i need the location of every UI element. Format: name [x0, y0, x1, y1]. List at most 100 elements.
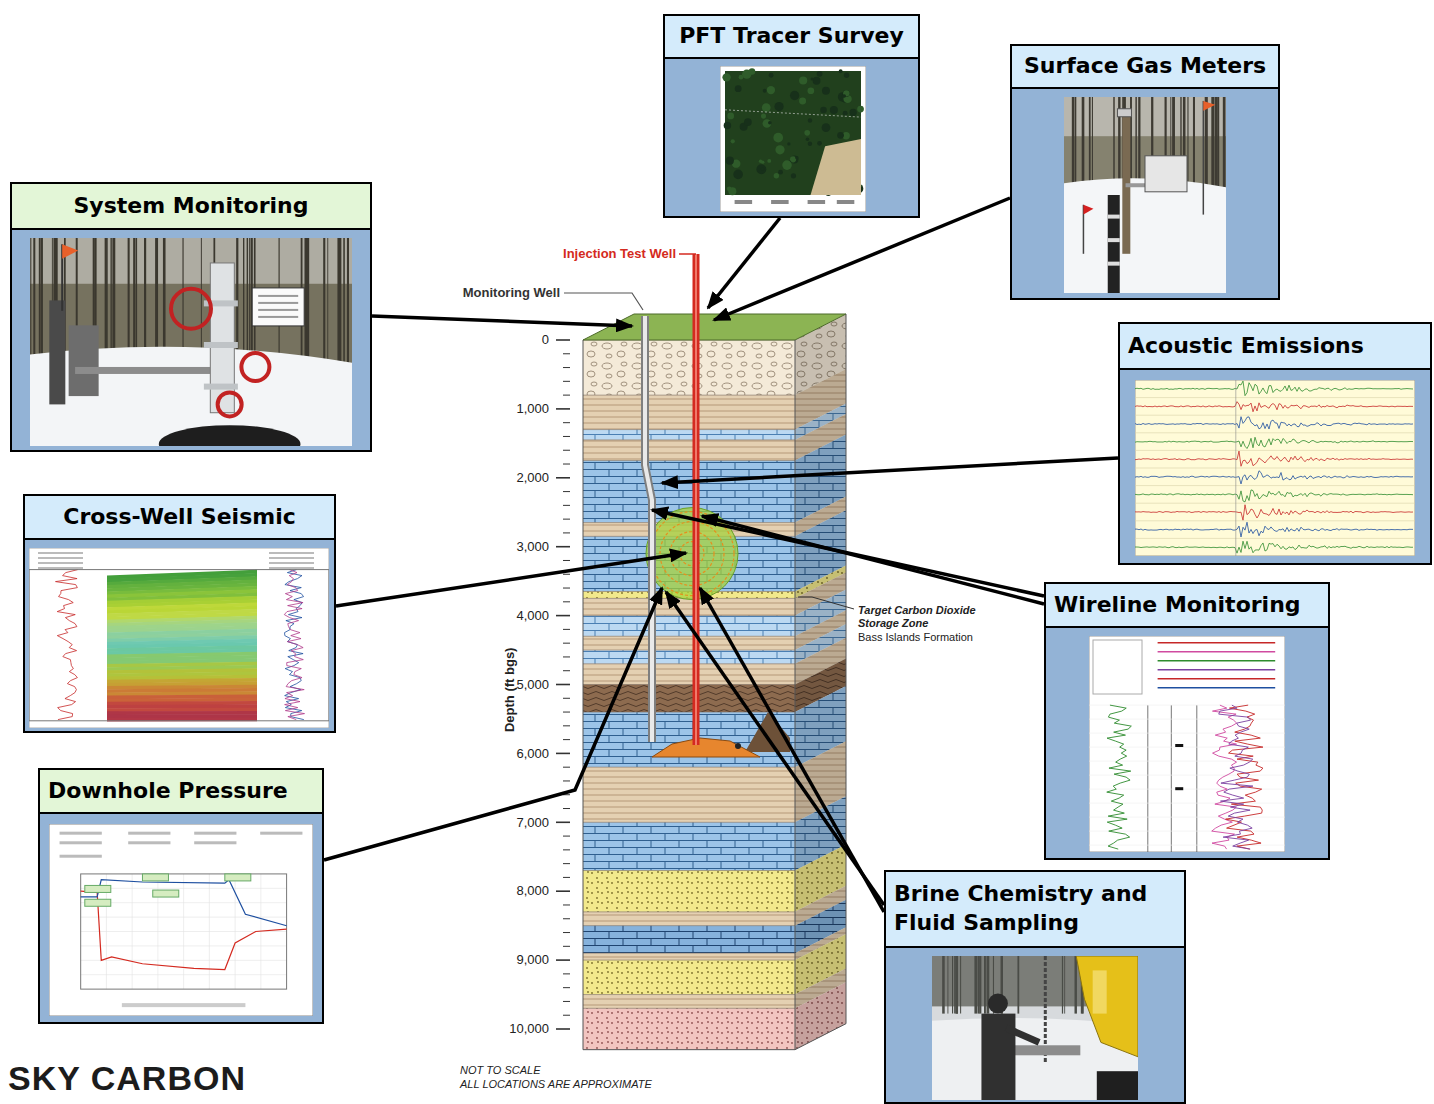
method-picture-part	[839, 69, 843, 73]
method-picture-part	[1135, 380, 1415, 556]
method-picture	[1135, 380, 1415, 556]
method-picture-part	[1082, 97, 1084, 195]
method-picture-part	[40, 238, 42, 367]
method-picture-part	[807, 87, 814, 94]
rock-layer	[583, 995, 795, 1009]
method-picture-part	[1075, 97, 1077, 195]
method-picture-part	[209, 874, 210, 989]
method-picture-part	[988, 994, 1008, 1014]
method-picture-part	[795, 156, 798, 159]
method-picture-part	[49, 300, 65, 404]
method-picture-part	[1089, 789, 1285, 790]
method-picture-part	[1175, 744, 1183, 747]
method-picture-part	[804, 130, 810, 136]
method-picture-part	[1235, 380, 1236, 556]
zone-leader	[798, 597, 854, 609]
rock-layer	[583, 1008, 795, 1049]
method-picture-part	[33, 238, 35, 367]
method-picture-part	[1135, 538, 1415, 539]
depth-tick	[563, 450, 570, 451]
method-picture-part	[1072, 97, 1075, 195]
depth-tick	[563, 780, 570, 781]
method-picture-part	[767, 86, 775, 94]
method-picture-part	[269, 562, 314, 564]
reef-mound	[652, 738, 760, 757]
method-picture-part	[720, 66, 866, 212]
method-picture-part	[769, 73, 774, 78]
method-picture-part	[258, 316, 298, 318]
depth-tick	[563, 574, 570, 575]
method-picture-part	[955, 956, 958, 1014]
method-picture-part	[1076, 956, 1138, 1057]
method-picture-part	[817, 71, 823, 77]
method-picture	[49, 824, 313, 1016]
method-picture-part	[1135, 451, 1413, 466]
depth-tick	[563, 698, 570, 699]
method-picture-part	[808, 200, 826, 204]
method-picture-part	[727, 186, 732, 191]
method-picture-part	[105, 238, 106, 367]
method-picture-part	[204, 342, 238, 348]
injection-well-bore	[695, 254, 697, 745]
method-picture-part	[1135, 437, 1413, 448]
depth-value: 0	[542, 332, 549, 348]
monitoring-method-box: Downhole Pressure	[38, 768, 324, 1024]
method-picture-part	[106, 238, 108, 367]
method-picture-part	[1089, 831, 1285, 832]
leader-arrow	[700, 588, 884, 912]
depth-tick	[563, 1001, 570, 1002]
method-picture-part	[1203, 101, 1205, 215]
method-picture-part	[761, 167, 764, 170]
method-picture-part	[1135, 468, 1415, 469]
method-picture-part	[29, 570, 329, 721]
method-picture-part	[762, 103, 771, 112]
rock-layer	[583, 822, 795, 870]
leader-arrow	[662, 458, 1118, 483]
method-picture-part	[725, 110, 861, 117]
method-picture-part	[1196, 705, 1197, 852]
method-picture-part	[1107, 705, 1132, 849]
depth-tick	[563, 932, 570, 933]
method-picture-part	[1211, 97, 1212, 195]
method-picture-part	[128, 832, 170, 835]
method-picture-part	[980, 956, 982, 1014]
method-picture-part	[842, 94, 846, 98]
rock-layer	[583, 664, 795, 685]
rock-layer	[583, 767, 795, 822]
leader-arrow	[336, 553, 686, 606]
depth-tick	[556, 408, 570, 410]
method-picture-part	[171, 289, 211, 329]
method-picture-part	[830, 106, 838, 114]
method-picture-part	[974, 956, 977, 1014]
method-picture-part	[81, 880, 287, 926]
monitoring-method-box: Brine Chemistry and Fluid Sampling	[884, 870, 1186, 1104]
method-picture-part	[791, 173, 796, 178]
depth-tick	[563, 725, 570, 726]
rock-layer	[583, 636, 795, 650]
rock-layer	[583, 926, 795, 954]
method-picture-part	[247, 238, 248, 367]
rock-layer	[583, 871, 795, 912]
depth-value: 6,000	[516, 746, 549, 762]
depth-tick	[563, 643, 570, 644]
method-picture-part	[49, 824, 313, 1016]
method-picture-part	[30, 238, 31, 367]
method-picture-part	[813, 77, 821, 85]
method-picture-part	[1082, 97, 1084, 195]
method-picture-part	[1187, 97, 1188, 195]
method-picture-part	[128, 841, 170, 844]
depth-tick	[556, 684, 570, 686]
method-picture-part	[1064, 97, 1226, 136]
box-heading: System Monitoring	[12, 184, 370, 230]
method-picture-part	[1108, 238, 1120, 242]
method-picture-part	[1135, 432, 1415, 433]
method-picture-part	[29, 548, 329, 728]
method-picture-part	[1135, 556, 1415, 557]
method-picture-part	[932, 956, 1138, 1100]
method-picture-part	[843, 111, 848, 116]
well-leader	[679, 253, 696, 255]
method-picture-part	[252, 288, 304, 326]
depth-tick	[563, 849, 570, 850]
method-picture-part	[1097, 1071, 1138, 1100]
method-picture-part	[722, 73, 730, 81]
